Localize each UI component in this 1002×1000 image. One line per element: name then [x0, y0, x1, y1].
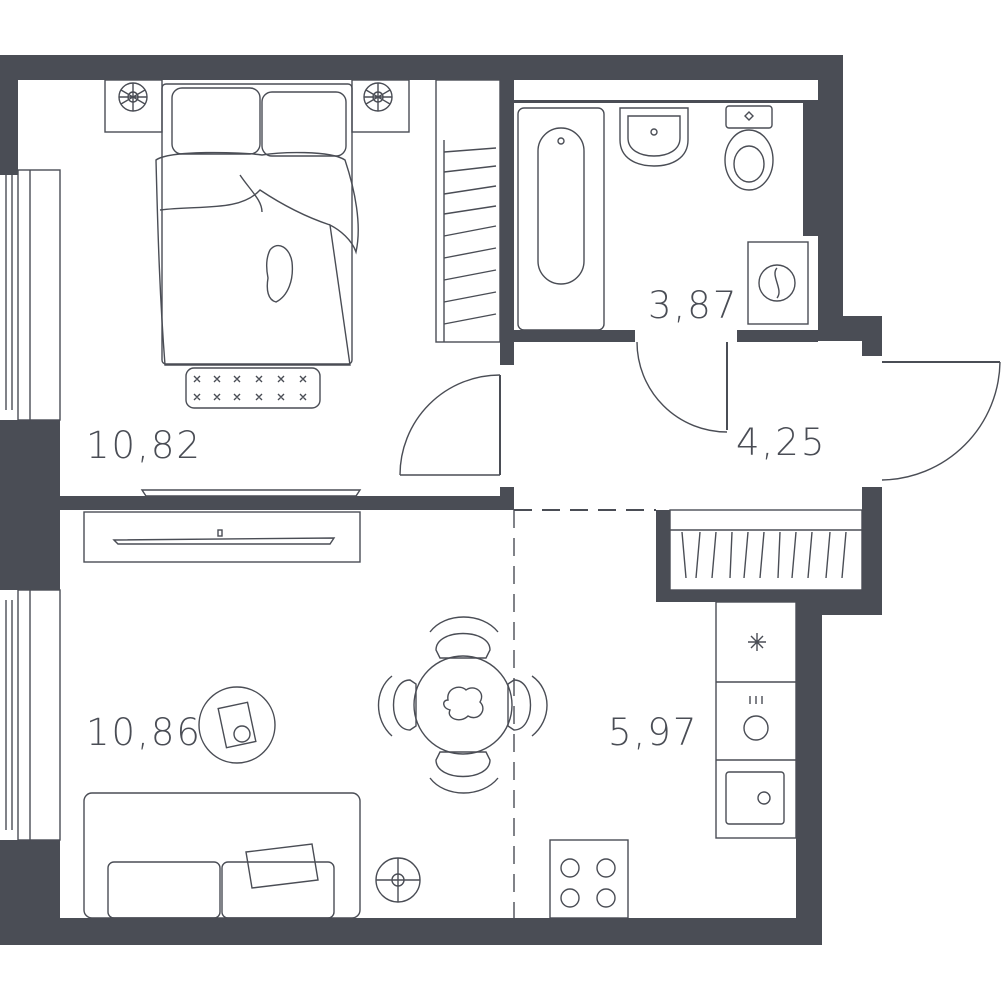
washing-machine [747, 241, 809, 325]
area-hallway: 4,25 [736, 421, 826, 464]
door-entrance [881, 361, 1001, 481]
tv-unit [83, 511, 361, 563]
area-living-room: 10,86 [86, 711, 202, 754]
area-kitchen: 5,97 [608, 711, 698, 754]
area-bathroom: 3,87 [648, 284, 738, 327]
dining-table [377, 616, 548, 794]
floor-lamp [375, 857, 421, 903]
door-bathroom [636, 341, 728, 433]
bed [104, 79, 410, 409]
door-bedroom [399, 374, 501, 476]
area-labels: 10,82 3,87 4,25 10,86 5,97 [86, 284, 826, 754]
bathtub [517, 107, 605, 331]
toilet [724, 105, 774, 191]
walls [0, 55, 882, 945]
tv-bedroom [140, 489, 362, 497]
area-bedroom: 10,82 [86, 424, 202, 467]
sink [619, 107, 689, 167]
rug-pattern [193, 375, 307, 401]
opening-dashes [513, 509, 656, 918]
coffee-table [198, 686, 276, 764]
window-bedroom [5, 169, 61, 421]
cooktop [549, 839, 629, 919]
kitchen-counter [715, 601, 797, 839]
bedroom-wardrobe [435, 79, 501, 343]
sofa [83, 792, 361, 919]
hallway-closet [669, 509, 863, 591]
window-living-room [5, 589, 61, 841]
